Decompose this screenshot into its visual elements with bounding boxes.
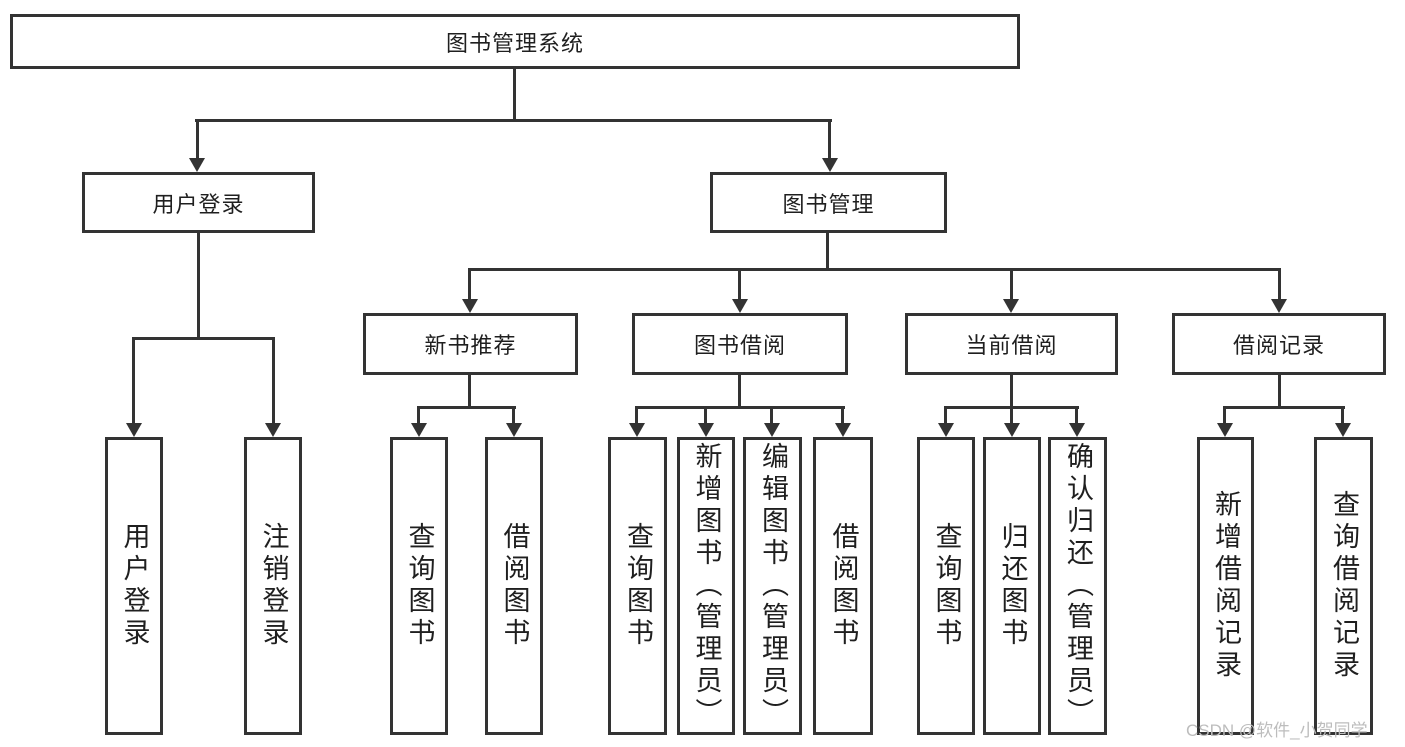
- arrow-down-icon: [732, 299, 748, 313]
- arrow-down-icon: [629, 423, 645, 437]
- connector: [1010, 268, 1013, 301]
- leaf-confirm-return-admin: 确认归还（管理员）: [1048, 437, 1107, 735]
- connector: [417, 406, 420, 425]
- connector: [132, 337, 275, 340]
- leaf-add-borrow-record: 新增借阅记录: [1197, 437, 1254, 735]
- connector: [197, 233, 200, 339]
- arrow-down-icon: [411, 423, 427, 437]
- node-borrow-record: 借阅记录: [1172, 313, 1386, 375]
- node-book-borrow: 图书借阅: [632, 313, 848, 375]
- node-new-book-recommend: 新书推荐: [363, 313, 578, 375]
- connector: [1010, 406, 1013, 425]
- connector: [1278, 375, 1281, 409]
- arrow-down-icon: [506, 423, 522, 437]
- arrow-down-icon: [1069, 423, 1085, 437]
- connector: [704, 406, 707, 425]
- connector: [512, 406, 515, 425]
- arrow-down-icon: [698, 423, 714, 437]
- connector: [513, 69, 516, 121]
- connector: [468, 268, 1281, 271]
- leaf-logout: 注销登录: [244, 437, 302, 735]
- connector: [770, 406, 773, 425]
- connector: [826, 233, 829, 271]
- arrow-down-icon: [938, 423, 954, 437]
- arrow-down-icon: [835, 423, 851, 437]
- connector: [1223, 406, 1345, 409]
- connector: [195, 119, 832, 122]
- connector: [1010, 375, 1013, 409]
- connector: [468, 375, 471, 409]
- arrow-down-icon: [822, 158, 838, 172]
- arrow-down-icon: [462, 299, 478, 313]
- leaf-borrow-book: 借阅图书: [813, 437, 873, 735]
- leaf-user-login: 用户登录: [105, 437, 163, 735]
- connector: [196, 119, 199, 160]
- leaf-edit-book-admin: 编辑图书（管理员）: [743, 437, 802, 735]
- connector: [468, 268, 471, 301]
- connector: [828, 119, 831, 160]
- arrow-down-icon: [1271, 299, 1287, 313]
- leaf-query-book-borrow: 查询图书: [608, 437, 667, 735]
- node-root-library-system: 图书管理系统: [10, 14, 1020, 69]
- node-book-management-group: 图书管理: [710, 172, 947, 233]
- leaf-add-book-admin: 新增图书（管理员）: [677, 437, 735, 735]
- connector: [1341, 406, 1344, 425]
- leaf-return-book: 归还图书: [983, 437, 1041, 735]
- arrow-down-icon: [1335, 423, 1351, 437]
- leaf-query-book-recommend: 查询图书: [390, 437, 448, 735]
- arrow-down-icon: [1004, 423, 1020, 437]
- connector: [738, 375, 741, 409]
- arrow-down-icon: [189, 158, 205, 172]
- connector: [1223, 406, 1226, 425]
- connector: [635, 406, 638, 425]
- leaf-query-book-current: 查询图书: [917, 437, 975, 735]
- csdn-watermark: CSDN @软件_小贺同学: [1186, 721, 1368, 740]
- node-user-login-group: 用户登录: [82, 172, 315, 233]
- arrow-down-icon: [126, 423, 142, 437]
- connector: [1075, 406, 1078, 425]
- leaf-query-borrow-record: 查询借阅记录: [1314, 437, 1373, 735]
- leaf-borrow-book-recommend: 借阅图书: [485, 437, 543, 735]
- connector: [1278, 268, 1281, 301]
- connector: [132, 337, 135, 424]
- node-current-borrow: 当前借阅: [905, 313, 1118, 375]
- arrow-down-icon: [1217, 423, 1233, 437]
- arrow-down-icon: [265, 423, 281, 437]
- connector: [944, 406, 947, 425]
- connector: [272, 337, 275, 424]
- connector: [417, 406, 516, 409]
- arrow-down-icon: [1003, 299, 1019, 313]
- connector: [841, 406, 844, 425]
- arrow-down-icon: [764, 423, 780, 437]
- connector: [738, 268, 741, 301]
- connector: [635, 406, 845, 409]
